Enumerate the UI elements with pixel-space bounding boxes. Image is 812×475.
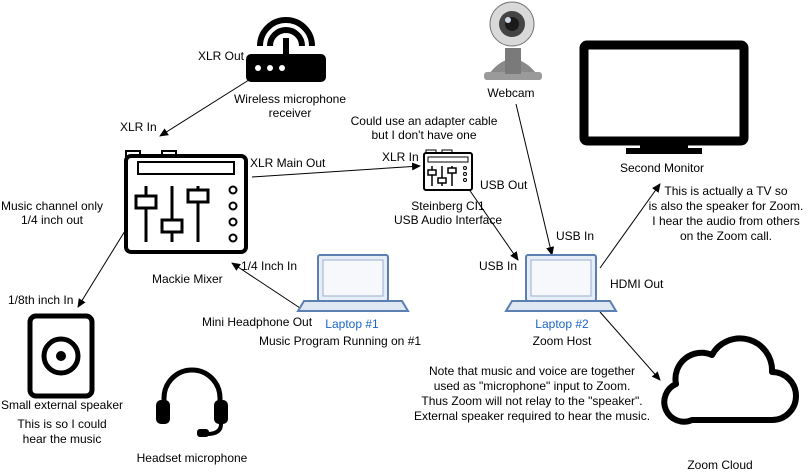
mixer-xlr-in-label: XLR In [120, 120, 157, 134]
edge-laptop2-to-monitor [599, 183, 661, 269]
speaker-reason-note: hear the music [23, 432, 102, 446]
speaker-label: Small external speaker [1, 398, 123, 412]
monitor-label: Second Monitor [620, 161, 704, 175]
edge-mixer-to-speaker [77, 225, 129, 308]
mixer-label: Mackie Mixer [152, 272, 223, 286]
laptop2-sublabel: Zoom Host [533, 334, 592, 348]
connectors [77, 77, 661, 381]
speaker-in-port-label: 1/8th inch In [8, 293, 73, 307]
laptop2-label: Laptop #2 [535, 317, 589, 331]
laptop-icon [296, 254, 410, 312]
laptop2-usb-in-top-label: USB In [556, 229, 594, 243]
monitor-icon [579, 40, 749, 154]
webcam-label: Webcam [487, 86, 534, 100]
zoom-note: Thus Zoom will not relay to the "speaker… [421, 394, 642, 408]
laptop1-out-port-label: Mini Headphone Out [202, 315, 313, 329]
speaker-reason-note: This is so I could [17, 417, 106, 431]
receiver-label: Wireless microphone [234, 92, 346, 106]
zoom-note: used as "microphone" input to Zoom. [434, 379, 631, 393]
tv-note: This is actually a TV so [664, 184, 787, 198]
interface-xlr-in-label: XLR In [382, 150, 419, 164]
edge-laptop1-to-mixer [231, 262, 301, 309]
edge-mixer-to-interface [251, 162, 421, 178]
laptop1-sublabel: Music Program Running on #1 [259, 334, 421, 348]
adapter-note: Could use an adapter cable [351, 114, 498, 128]
headset-label: Headset microphone [137, 451, 248, 465]
laptop2-usb-in-left-label: USB In [479, 259, 517, 273]
edge-receiver-to-mixer [159, 77, 253, 137]
zoom-note: External speaker required to hear the mu… [414, 409, 650, 423]
mixer-line-in-label: 1/4 Inch In [241, 259, 297, 273]
interface-usb-out-label: USB Out [480, 178, 528, 192]
interface-label: Steinberg CI1 [411, 199, 485, 213]
cloud-icon [661, 335, 799, 425]
music-channel-note: 1/4 inch out [21, 213, 84, 227]
laptop-icon [504, 254, 618, 312]
receiver-out-port-label: XLR Out [198, 49, 245, 63]
tv-note: is also the speaker for Zoom. [649, 199, 804, 213]
audio-interface-icon [423, 149, 473, 191]
webcam-icon [484, 1, 542, 80]
tv-note: on the Zoom call. [680, 229, 772, 243]
edge-interface-to-laptop2 [465, 184, 519, 261]
mixer-icon [124, 150, 248, 254]
labels: XLR Out Wireless microphone receiver Web… [1, 49, 803, 472]
adapter-note: but I don't have one [371, 128, 476, 142]
music-channel-note: Music channel only [1, 199, 103, 213]
laptop1-label: Laptop #1 [325, 317, 379, 331]
cloud-label: Zoom Cloud [687, 458, 752, 472]
edge-webcam-to-laptop2 [515, 103, 555, 256]
laptop2-hdmi-out-label: HDMI Out [610, 277, 664, 291]
headset-icon [156, 367, 228, 437]
speaker-icon [27, 313, 95, 399]
wireless-router-icon [246, 17, 326, 82]
mixer-main-out-label: XLR Main Out [250, 156, 326, 170]
interface-label: USB Audio Interface [394, 213, 502, 227]
tv-note: I hear the audio from others [652, 214, 799, 228]
zoom-note: Note that music and voice are together [429, 364, 635, 378]
receiver-label: receiver [269, 106, 312, 120]
edge-laptop2-to-cloud [599, 311, 661, 381]
